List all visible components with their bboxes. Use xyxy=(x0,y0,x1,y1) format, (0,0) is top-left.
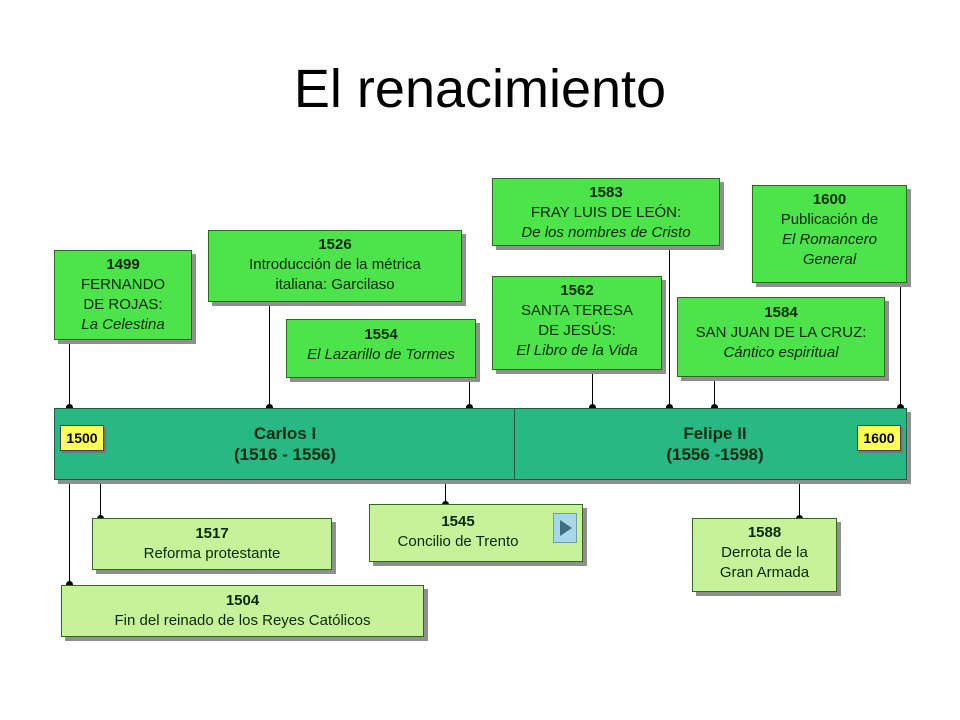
event-text: Reforma protestante xyxy=(143,545,281,562)
connector-1545 xyxy=(445,480,446,504)
event-1583: 1583 FRAY LUIS DE LEÓN: De los nombres d… xyxy=(492,178,720,246)
event-text: Derrota de la xyxy=(721,544,808,561)
event-work: El Lazarillo de Tormes xyxy=(307,346,455,363)
event-text: Concilio de Trento xyxy=(397,533,519,550)
event-year: 1584 xyxy=(764,304,798,321)
marker-dot xyxy=(266,299,273,306)
marker-dot xyxy=(897,280,904,287)
event-1562: 1562 SANTA TERESA DE JESÚS: El Libro de … xyxy=(492,276,662,370)
marker-dot xyxy=(711,404,718,411)
connector-1584 xyxy=(714,377,715,408)
event-year: 1583 xyxy=(589,184,623,201)
marker-dot xyxy=(66,477,73,484)
connector-1526 xyxy=(269,302,270,408)
event-year: 1600 xyxy=(812,191,847,208)
event-year: 1517 xyxy=(195,525,229,542)
event-1504: 1504 Fin del reinado de los Reyes Católi… xyxy=(61,585,424,637)
page-title: El renacimiento xyxy=(293,59,667,119)
year-end-marker: 1600 xyxy=(857,425,901,451)
year-start-marker: 1500 xyxy=(60,425,104,451)
connector-1562 xyxy=(592,370,593,408)
event-year: 1526 xyxy=(318,236,352,253)
reign-divider xyxy=(514,408,515,480)
marker-dot xyxy=(66,337,73,344)
event-work: El Romancero xyxy=(781,231,878,248)
event-1499: 1499 FERNANDO DE ROJAS: La Celestina xyxy=(54,250,192,340)
marker-dot xyxy=(897,404,904,411)
event-1588: 1588 Derrota de la Gran Armada xyxy=(692,518,837,592)
marker-dot xyxy=(666,404,673,411)
event-text: Fin del reinado de los Reyes Católicos xyxy=(114,612,371,629)
connector-1504 xyxy=(69,480,70,584)
event-text: Introducción de la métrica xyxy=(249,256,421,273)
reign-name: Carlos I xyxy=(253,424,317,443)
event-year: 1504 xyxy=(225,592,260,609)
reign-carlos-i: Carlos I (1516 - 1556) xyxy=(200,423,370,465)
event-1554: 1554 El Lazarillo de Tormes xyxy=(286,319,476,378)
event-1600: 1600 Publicación de El Romancero General xyxy=(752,185,907,283)
event-1517: 1517 Reforma protestante xyxy=(92,518,332,570)
event-work: General xyxy=(802,251,857,268)
marker-dot xyxy=(466,404,473,411)
event-text: DE ROJAS: xyxy=(83,296,163,313)
event-work: Cántico espiritual xyxy=(723,344,839,361)
marker-dot xyxy=(97,477,104,484)
timeline-band xyxy=(54,408,907,480)
marker-dot xyxy=(666,243,673,250)
marker-dot xyxy=(266,404,273,411)
event-1526: 1526 Introducción de la métrica italiana… xyxy=(208,230,462,302)
event-text: FRAY LUIS DE LEÓN: xyxy=(530,204,682,221)
connector-1554 xyxy=(469,378,470,408)
reign-years: (1556 -1598) xyxy=(666,445,764,464)
play-icon[interactable] xyxy=(553,513,577,543)
connector-1517 xyxy=(100,480,101,518)
marker-dot xyxy=(66,581,73,588)
event-text: DE JESÚS: xyxy=(538,322,616,339)
event-text: Publicación de xyxy=(780,211,879,228)
event-1545: 1545 Concilio de Trento xyxy=(369,504,583,562)
connector-1600 xyxy=(900,283,901,408)
connector-1588 xyxy=(799,480,800,518)
event-year: 1499 xyxy=(106,256,140,273)
event-work: La Celestina xyxy=(81,316,165,333)
event-text: SANTA TERESA xyxy=(521,302,633,319)
marker-dot xyxy=(466,375,473,382)
event-text: FERNANDO xyxy=(80,276,166,293)
event-1584: 1584 SAN JUAN DE LA CRUZ: Cántico espiri… xyxy=(677,297,885,377)
reign-years: (1516 - 1556) xyxy=(233,445,337,464)
connector-1499 xyxy=(69,340,70,408)
marker-dot xyxy=(442,477,449,484)
event-text: italiana: Garcilaso xyxy=(275,276,395,293)
event-year: 1545 xyxy=(441,513,475,530)
reign-felipe-ii: Felipe II (1556 -1598) xyxy=(630,423,800,465)
event-year: 1588 xyxy=(747,524,782,541)
event-text: SAN JUAN DE LA CRUZ: xyxy=(695,324,867,341)
event-work: El Libro de la Vida xyxy=(516,342,638,359)
marker-dot xyxy=(589,404,596,411)
reign-name: Felipe II xyxy=(683,424,747,443)
marker-dot xyxy=(66,404,73,411)
marker-dot xyxy=(796,477,803,484)
event-text: Gran Armada xyxy=(719,564,810,581)
event-year: 1562 xyxy=(560,282,594,299)
connector-1583 xyxy=(669,246,670,408)
marker-dot xyxy=(711,374,718,381)
event-year: 1554 xyxy=(364,326,398,343)
marker-dot xyxy=(589,367,596,374)
event-work: De los nombres de Cristo xyxy=(521,224,691,241)
